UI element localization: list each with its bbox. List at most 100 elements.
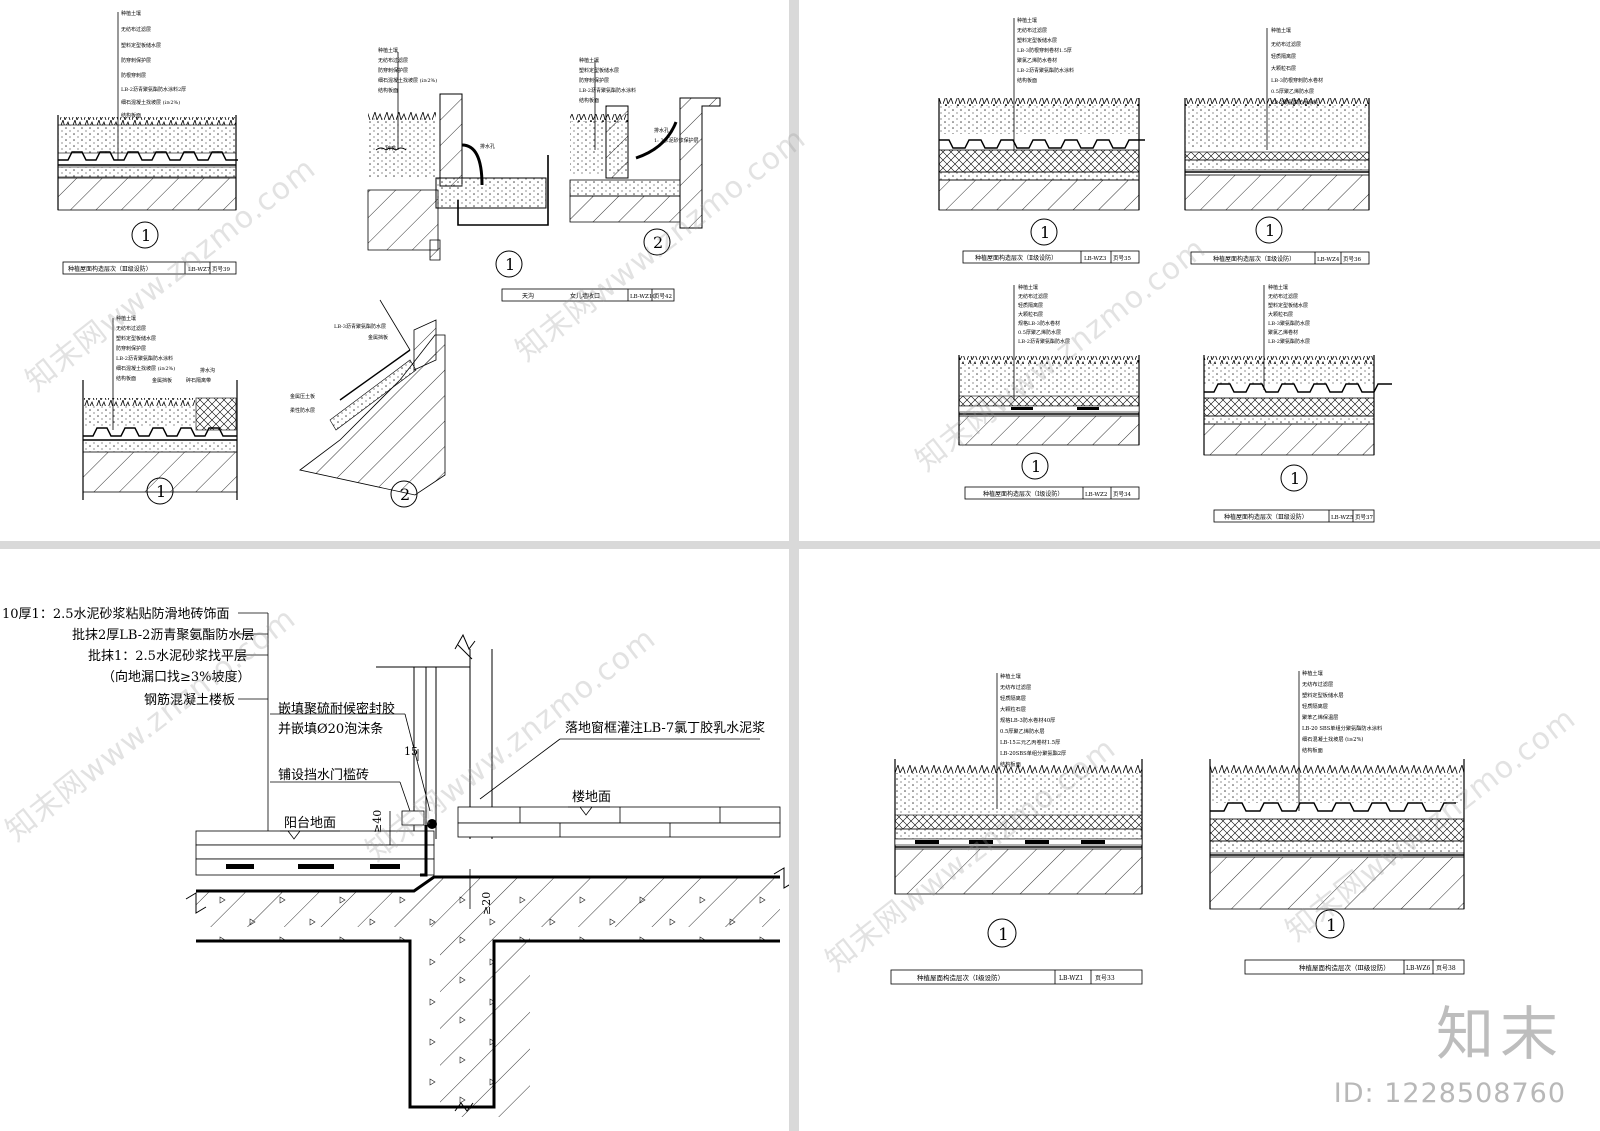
layer-label: 结构板面 <box>1017 77 1037 84</box>
layer-label: 无纺布过滤层 <box>1017 27 1047 34</box>
layer-label: 结构板面 <box>121 112 141 119</box>
tl-d1-title-block: 种植屋面构造层次（Ⅲ级设防） LB-WZ7 页号39 <box>62 261 237 275</box>
layer-label: 防穿刺保护层 <box>116 345 146 352</box>
layer-label: 塑料定型板储水层 <box>579 67 619 74</box>
panel-top-right-drawing: 种植土壤 无纺布过滤层 塑料定型板储水层 LB-3防根穿刺卷材1.5厚 聚氯乙烯… <box>938 17 1392 523</box>
layer-label: 大颗粒石层 <box>1018 311 1043 318</box>
title-text: 种植屋面构造层次（Ⅰ级设防） <box>983 490 1063 498</box>
title-text-a: 天沟 <box>522 292 534 300</box>
layer-label: 防穿刺保护层 <box>121 57 151 64</box>
layer-label: LB-15三元乙丙卷材1.5厚 <box>1000 738 1060 746</box>
layer-label: 规格LB-3防水卷材 <box>1018 320 1060 327</box>
label: 排水孔 <box>654 127 669 134</box>
tr-d1-circle-marker: 1 <box>1030 218 1058 246</box>
br-d2-circle-marker: 1 <box>1315 909 1345 939</box>
layer-label: 聚苯乙烯保温层 <box>1302 713 1338 721</box>
circle-number: 1 <box>1031 457 1041 476</box>
layer-label: 无纺布过滤层 <box>121 26 151 33</box>
layer-label: 无纺布过滤层 <box>116 325 146 332</box>
vertical-divider <box>789 0 799 1131</box>
title-text: 种植屋面构造层次（Ⅲ级设防） <box>1299 963 1390 972</box>
bl-left-labels: 10厚1：2.5水泥砂浆粘贴防滑地砖饰面 批抹2厚LB-2沥青聚氨酯防水层 批抹… <box>2 606 254 708</box>
page-text: 页号34 <box>1113 491 1131 498</box>
circle-number: 1 <box>1290 469 1300 488</box>
page-text: 页号37 <box>1355 514 1373 521</box>
layer-label: 结构板面 <box>116 375 136 382</box>
code-text: LB-WZ2 <box>1085 492 1107 498</box>
layer-label: 种植土壤 <box>378 47 398 54</box>
layer-label: LB-20 SBS单组分聚氨酯防水涂料 <box>1302 724 1382 732</box>
mid-label: 铺设挡水门槛砖 <box>278 768 369 783</box>
tl-d4-circle-marker: 2 <box>390 480 418 508</box>
layer-label: LB-3聚氨酯防水层 <box>1268 320 1310 327</box>
tr-d2-section <box>1184 28 1370 211</box>
layer-label: 细石混凝土找坡层 (i≥2%) <box>1302 735 1363 743</box>
layer-label: 塑料定型板储水层 <box>1302 691 1344 699</box>
tr-d3-title-block: 种植屋面构造层次（Ⅰ级设防） LB-WZ2 页号34 <box>964 486 1140 500</box>
tr-d4-layer-labels: 种植土壤 无纺布过滤层 塑料定型板储水层 大颗粒石层 LB-3聚氨酯防水层 聚氯… <box>1268 284 1310 345</box>
br-d1-layer-labels: 种植土壤 无纺布过滤层 轻质隔离层 大颗粒石层 规格LB-3防水卷材40厚 0.… <box>1000 672 1066 768</box>
layer-label: 结构板面 <box>1000 760 1021 768</box>
layer-label: 塑料定型板储水层 <box>1268 302 1308 309</box>
dim-label: 15 <box>404 745 418 758</box>
title-text: 种植屋面构造层次（Ⅰ级设防） <box>917 973 1004 982</box>
bl-structure <box>185 633 789 1117</box>
tl-d1-layer-labels: 种植土壤 无纺布过滤层 塑料定型板储水层 防穿刺保护层 防根穿刺层 LB-2沥青… <box>121 10 186 119</box>
tl-d2-layer-labels: 种植土壤 无纺布过滤层 防穿刺保护层 细石混凝土找坡层 (i≥2%) 结构板面 … <box>378 47 495 152</box>
left-label: 批抹1：2.5水泥砂浆找平层 <box>88 649 247 664</box>
layer-label: 种植土壤 <box>1268 284 1288 291</box>
side-label: 碎石隔离带 <box>186 377 211 384</box>
title-text: 种植屋面构造层次（Ⅱ级设防） <box>1213 255 1295 263</box>
layer-label: 种植土壤 <box>579 57 599 64</box>
brand-logo-text: 知末 <box>1435 1000 1564 1068</box>
label: LB-3沥青聚氨酯防水层 <box>334 323 386 330</box>
layer-label: 大颗粒石层 <box>1268 311 1293 318</box>
title-text-b: 女儿墙收口 <box>570 292 600 300</box>
layer-label: 无纺布过滤层 <box>378 57 408 64</box>
tr-d4-section <box>1203 285 1392 456</box>
layer-label: LB-2沥青聚氨酯防水涂料 <box>579 87 636 94</box>
label: 排水孔 <box>480 143 495 150</box>
layer-label: LB-20SBS单组分聚氨酯2厚 <box>1000 749 1066 757</box>
tl-d2-title-block: 天沟 女儿墙收口 LB-WZ10 页号42 <box>501 288 675 302</box>
floor-label: 楼地面 <box>572 790 611 805</box>
layer-label: 结构板面 <box>378 87 398 94</box>
layer-label: LB-2沥青聚氨酯防水涂料 <box>1017 67 1074 74</box>
layer-label: 防根穿刺层 <box>121 72 146 79</box>
layer-label: 无纺布过滤层 <box>1000 683 1031 691</box>
layer-label: 无纺布过滤层 <box>1302 680 1333 688</box>
tr-d2-circle-marker: 1 <box>1255 216 1283 244</box>
tr-d3-section <box>958 285 1140 446</box>
tr-d3-layer-labels: 种植土壤 无纺布过滤层 轻质隔离层 大颗粒石层 规格LB-3防水卷材 0.5厚聚… <box>1018 284 1070 345</box>
panel-bottom-left-drawing: 10厚1：2.5水泥砂浆粘贴防滑地砖饰面 批抹2厚LB-2沥青聚氨酯防水层 批抹… <box>2 606 789 1117</box>
page-text: 页号42 <box>654 293 672 300</box>
panel-bottom-right: 种植土壤 无纺布过滤层 轻质隔离层 大颗粒石层 规格LB-3防水卷材40厚 0.… <box>799 549 1600 1131</box>
layer-label: 轻质隔离层 <box>1302 702 1328 710</box>
circle-number: 2 <box>400 485 410 504</box>
layer-label: 轻质隔离层 <box>1000 694 1026 702</box>
layer-label: 防穿刺保护层 <box>579 77 609 84</box>
title-text: 种植屋面构造层次（Ⅲ级设防） <box>68 265 152 273</box>
tl-d3-circle-marker: 1 <box>146 477 174 505</box>
tl-d2b-labels: 种植土壤 塑料定型板储水层 防穿刺保护层 LB-2沥青聚氨酯防水涂料 结构板面 … <box>579 57 699 144</box>
layer-label: 种植土壤 <box>1018 284 1038 291</box>
label: 金属挡板 <box>368 334 388 341</box>
tr-d2-layer-labels: 种植土壤 无纺布过滤层 轻质隔离层 大颗粒石层 LB-3防根穿刺防水卷材 0.5… <box>1271 27 1323 106</box>
layer-label: 结构板面 <box>1302 746 1323 754</box>
layer-label: 种植土壤 <box>1302 669 1323 677</box>
circle-number: 2 <box>653 233 663 252</box>
layer-label: 0.5厚聚乙烯防水层 <box>1000 727 1045 735</box>
dim-label: ≥40 <box>371 810 384 833</box>
br-d1-title-block: 种植屋面构造层次（Ⅰ级设防） LB-WZ1 页号33 <box>890 969 1143 985</box>
tl-d2-circle-markers: 1 2 <box>495 228 671 278</box>
tr-d1-title-block: 种植屋面构造层次（Ⅱ级设防） LB-WZ3 页号35 <box>962 250 1140 264</box>
layer-label: 轻质隔离层 <box>1018 302 1043 309</box>
code-text: LB-WZ10 <box>630 294 656 300</box>
br-d2-layer-labels: 种植土壤 无纺布过滤层 塑料定型板储水层 轻质隔离层 聚苯乙烯保温层 LB-20… <box>1302 669 1382 754</box>
right-label: 落地窗框灌注LB-7氯丁胶乳水泥浆 <box>565 720 765 736</box>
page-text: 页号39 <box>212 266 230 273</box>
layer-label: 无纺布过滤层 <box>1268 293 1298 300</box>
mid-label: 嵌填聚硫耐候密封胶 <box>278 701 395 717</box>
horizontal-divider <box>0 541 1600 549</box>
page-text: 页号38 <box>1436 965 1456 972</box>
